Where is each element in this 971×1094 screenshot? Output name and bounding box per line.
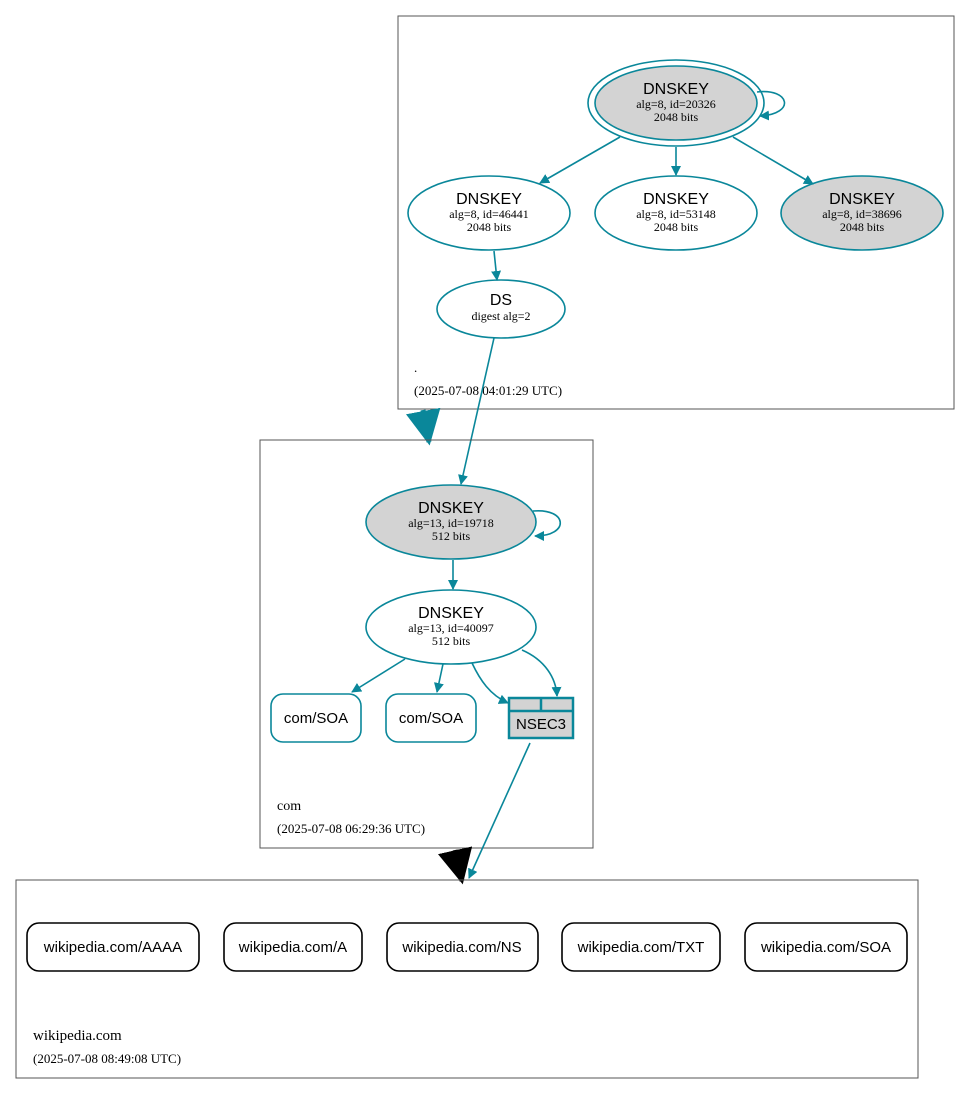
- wikipedia-rrset-txt[interactable]: wikipedia.com/TXT: [561, 922, 721, 972]
- com-ksk-title: DNSKEY: [418, 500, 484, 517]
- root-zsk1-size: 2048 bits: [467, 220, 512, 234]
- com-nsec3-node[interactable]: NSEC3: [507, 696, 575, 740]
- com-ksk-node[interactable]: DNSKEY alg=13, id=19718 512 bits: [365, 484, 537, 560]
- com-nsec3-label: NSEC3: [516, 716, 566, 733]
- root-zsk2-size: 2048 bits: [654, 220, 699, 234]
- wikipedia-rrset-aaaa-label: wikipedia.com/AAAA: [43, 939, 182, 956]
- root-zsk3-size: 2048 bits: [840, 220, 885, 234]
- edge-ksk-to-zsk3: [732, 136, 814, 185]
- root-ds-detail: digest alg=2: [471, 309, 530, 323]
- root-ksk-detail: alg=8, id=20326: [636, 97, 716, 111]
- edge-ds-to-com-ksk: [458, 337, 495, 485]
- zone-com: com (2025-07-08 06:29:36 UTC) DNSKEY alg…: [259, 439, 594, 849]
- edge-com-zsk-to-soa2: [433, 663, 444, 693]
- zone-wikipedia: wikipedia.com (2025-07-08 08:49:08 UTC) …: [15, 879, 919, 1079]
- zone-wikipedia-name: wikipedia.com: [33, 1028, 122, 1044]
- wikipedia-rrset-soa-label: wikipedia.com/SOA: [760, 939, 891, 956]
- com-soa-node-2[interactable]: com/SOA: [385, 693, 477, 743]
- zone-root-timestamp: (2025-07-08 04:01:29 UTC): [414, 383, 562, 398]
- com-zsk-node[interactable]: DNSKEY alg=13, id=40097 512 bits: [365, 589, 537, 665]
- wikipedia-rrset-a-label: wikipedia.com/A: [238, 939, 347, 956]
- root-ksk-self-edge: [756, 90, 786, 121]
- com-zsk-size: 512 bits: [432, 634, 471, 648]
- zone-wikipedia-timestamp: (2025-07-08 08:49:08 UTC): [33, 1051, 181, 1066]
- root-zsk2-node[interactable]: DNSKEY alg=8, id=53148 2048 bits: [594, 175, 758, 251]
- root-ksk-node[interactable]: DNSKEY alg=8, id=20326 2048 bits: [587, 59, 765, 147]
- wikipedia-rrset-aaaa[interactable]: wikipedia.com/AAAA: [26, 922, 200, 972]
- com-zsk-title: DNSKEY: [418, 605, 484, 622]
- wikipedia-rrset-ns-label: wikipedia.com/NS: [401, 939, 521, 956]
- com-soa-label-2: com/SOA: [399, 710, 463, 727]
- zone-root: . (2025-07-08 04:01:29 UTC) DNSKEY alg=8…: [397, 15, 955, 410]
- delegation-root-to-com: [405, 407, 441, 446]
- root-zsk3-title: DNSKEY: [829, 191, 895, 208]
- root-zsk2-detail: alg=8, id=53148: [636, 207, 716, 221]
- com-soa-node-1[interactable]: com/SOA: [270, 693, 362, 743]
- root-zsk3-node[interactable]: DNSKEY alg=8, id=38696 2048 bits: [780, 175, 944, 251]
- zone-com-name: com: [277, 799, 301, 814]
- zone-wikipedia-border: [15, 879, 919, 1079]
- com-ksk-detail: alg=13, id=19718: [408, 516, 494, 530]
- edge-ksk-to-zsk1: [539, 136, 621, 184]
- edge-nsec3-to-wikipedia: [468, 742, 531, 879]
- com-zsk-detail: alg=13, id=40097: [408, 621, 494, 635]
- wikipedia-rrset-txt-label: wikipedia.com/TXT: [577, 939, 705, 956]
- root-ksk-size: 2048 bits: [654, 110, 699, 124]
- edge-com-zsk-to-nsec3-b: [521, 649, 562, 697]
- root-zsk1-node[interactable]: DNSKEY alg=8, id=46441 2048 bits: [407, 175, 571, 251]
- com-ksk-size: 512 bits: [432, 529, 471, 543]
- root-zsk1-title: DNSKEY: [456, 191, 522, 208]
- root-zsk1-detail: alg=8, id=46441: [449, 207, 529, 221]
- wikipedia-rrset-ns[interactable]: wikipedia.com/NS: [386, 922, 539, 972]
- edge-com-zsk-to-nsec3-a: [471, 662, 509, 704]
- delegation-com-to-wikipedia: [437, 846, 473, 885]
- zone-root-border: [397, 15, 955, 410]
- wikipedia-rrset-soa[interactable]: wikipedia.com/SOA: [744, 922, 908, 972]
- zone-com-timestamp: (2025-07-08 06:29:36 UTC): [277, 821, 425, 836]
- root-ds-title: DS: [490, 292, 512, 309]
- root-ds-node[interactable]: DS digest alg=2: [436, 279, 566, 339]
- edge-com-zsk-to-soa1: [351, 658, 406, 693]
- root-ksk-title: DNSKEY: [643, 81, 709, 98]
- wikipedia-rrset-a[interactable]: wikipedia.com/A: [223, 922, 363, 972]
- com-ksk-self-edge: [532, 510, 562, 541]
- zone-root-name: .: [414, 360, 417, 375]
- root-zsk3-detail: alg=8, id=38696: [822, 207, 902, 221]
- root-zsk2-title: DNSKEY: [643, 191, 709, 208]
- edge-zsk1-to-ds: [491, 250, 502, 281]
- com-soa-label-1: com/SOA: [284, 710, 348, 727]
- zone-com-border: [259, 439, 594, 849]
